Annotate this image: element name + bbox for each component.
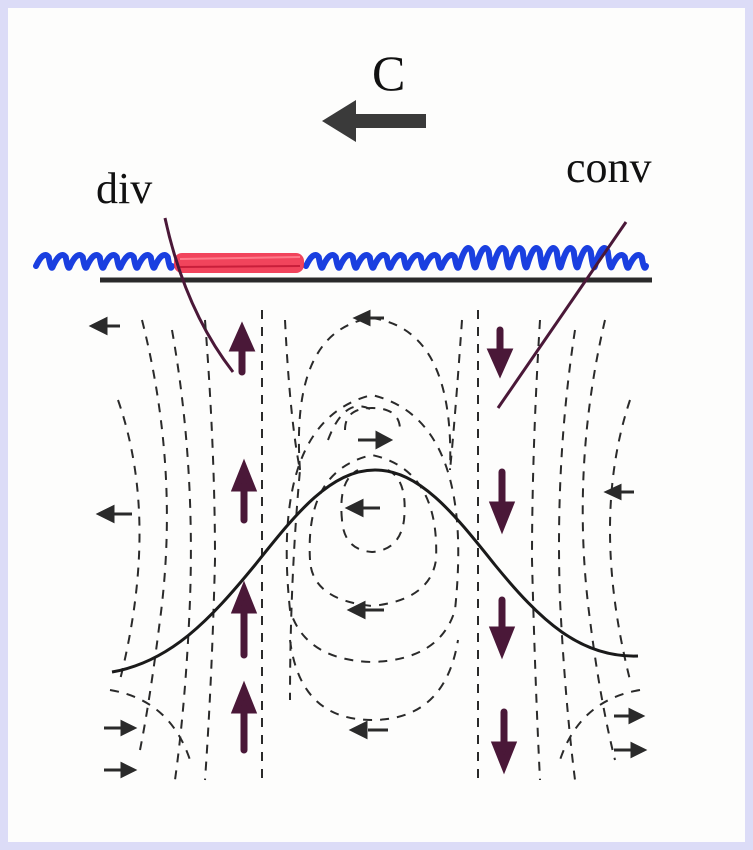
streamline (290, 640, 458, 720)
downward-arrow (492, 330, 508, 370)
right-arrow (104, 722, 134, 734)
left-arrow (99, 507, 132, 521)
downward-arrow (496, 712, 512, 765)
downward-arrow (494, 600, 510, 650)
streamline (205, 320, 215, 780)
vertical-flow-arrows (234, 330, 512, 765)
streamline (140, 320, 167, 750)
left-arrow (92, 319, 120, 333)
phase-speed-arrow (322, 100, 426, 142)
left-arrow (348, 501, 380, 515)
streamline (310, 455, 437, 606)
upward-arrow (236, 468, 252, 520)
right-arrow (104, 764, 134, 776)
streamline (118, 400, 140, 680)
streamline (299, 318, 450, 470)
left-arrow (356, 312, 384, 324)
streamline (172, 330, 191, 780)
left-arrow (352, 723, 388, 737)
wave-interface (36, 248, 646, 268)
upward-arrow (236, 590, 252, 655)
highlight-segment (174, 253, 304, 273)
upward-arrow (236, 690, 252, 750)
upward-arrow (234, 330, 250, 372)
phase-speed-label: C (372, 45, 405, 101)
horizontal-flow-arrows (92, 312, 644, 776)
downward-arrow (494, 472, 510, 525)
streamline (559, 330, 575, 780)
streamline (285, 320, 300, 700)
streamline (287, 395, 459, 662)
right-arrow (614, 710, 642, 722)
streamline (345, 408, 400, 430)
right-arrow (358, 433, 390, 447)
streamline (532, 320, 540, 780)
convergence-label: conv (566, 143, 652, 192)
streamline (610, 400, 630, 680)
streamlines (110, 310, 640, 780)
divergence-label: div (96, 164, 152, 213)
right-arrow (614, 744, 644, 756)
streamline (450, 320, 462, 470)
